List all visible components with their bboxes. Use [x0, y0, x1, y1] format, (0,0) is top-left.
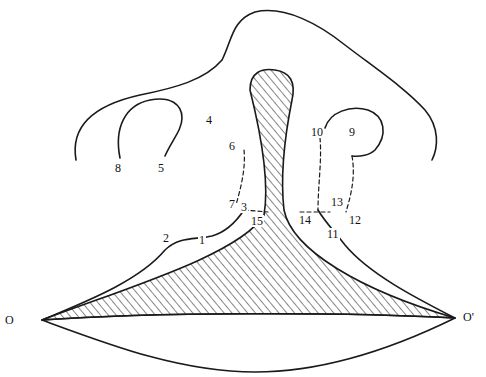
callout-number: 3 [240, 201, 248, 213]
callout-number: 4 [205, 114, 213, 126]
callout-number: O' [462, 311, 475, 323]
callout-number: 8 [114, 162, 122, 174]
callout-number: 2 [162, 232, 170, 244]
callout-number: O [4, 314, 15, 326]
callout-number: 10 [310, 126, 324, 138]
callout-number: 5 [157, 162, 165, 174]
callout-number: 13 [330, 196, 344, 208]
callout-number: 11 [326, 228, 340, 240]
callout-number: 14 [298, 214, 312, 226]
callout-number: 6 [228, 140, 236, 152]
callout-number: 15 [250, 215, 264, 227]
callout-number: 9 [348, 126, 356, 138]
callout-number: 1 [198, 234, 206, 246]
callout-number: 7 [228, 198, 236, 210]
callout-number: 12 [348, 214, 362, 226]
